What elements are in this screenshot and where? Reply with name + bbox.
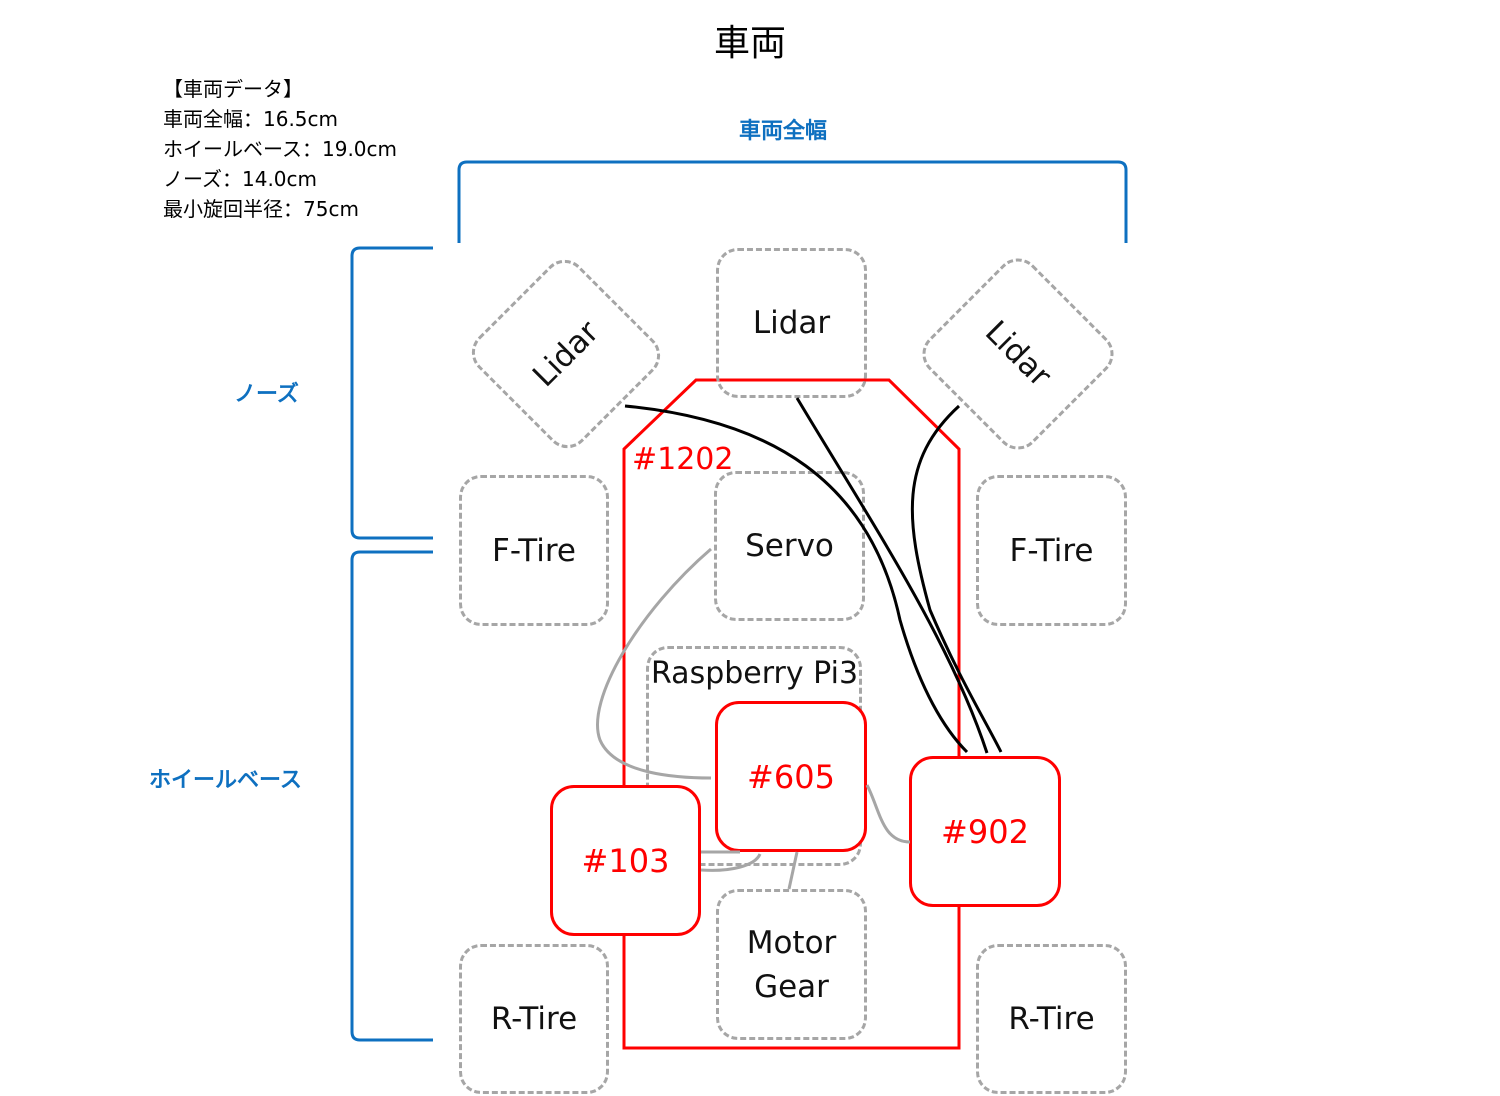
width-bracket	[457, 160, 1128, 243]
width-label: 車両全幅	[739, 119, 828, 144]
vehicle-specs: 【車両データ】 車両全幅：16.5cm ホイールベース：19.0cm ノーズ：1…	[163, 74, 397, 224]
front-right-tire: F-Tire	[976, 475, 1127, 626]
nose-label: ノーズ	[234, 382, 299, 407]
lidar-center: Lidar	[716, 248, 867, 398]
nose-bracket	[350, 246, 433, 540]
chassis-outline	[622, 378, 961, 1050]
spec-line: ノーズ：14.0cm	[163, 167, 318, 191]
board-605-label: #605	[747, 757, 835, 796]
raspberry-pi-label: Raspberry Pi3	[651, 656, 859, 691]
spec-line: 車両全幅：16.5cm	[163, 107, 339, 131]
front-right-tire-label: F-Tire	[1009, 532, 1094, 569]
rear-left-tire-label: R-Tire	[490, 1001, 578, 1037]
board-902-label: #902	[941, 812, 1029, 851]
rear-left-tire: R-Tire	[459, 944, 609, 1094]
specs-header: 【車両データ】	[163, 77, 303, 101]
servo-label: Servo	[745, 528, 834, 564]
front-left-tire-label: F-Tire	[492, 532, 576, 569]
board-103: #103	[550, 785, 701, 936]
lidar-left-label: Lidar	[525, 313, 607, 395]
motor-gear-box: Motor Gear	[716, 889, 867, 1040]
spec-line: ホイールベース：19.0cm	[163, 137, 398, 161]
chassis-id-label: #1202	[632, 442, 734, 477]
wheelbase-label: ホイールベース	[149, 768, 302, 793]
board-103-label: #103	[581, 841, 670, 880]
lidar-right-label: Lidar	[977, 313, 1059, 395]
spec-line: 最小旋回半径：75cm	[163, 197, 359, 221]
board-902: #902	[909, 756, 1061, 907]
lidar-center-label: Lidar	[752, 305, 831, 341]
front-left-tire: F-Tire	[459, 475, 609, 626]
motor-label: Motor	[746, 924, 837, 961]
gear-label: Gear	[754, 968, 829, 1005]
page-title: 車両	[713, 23, 786, 64]
rear-right-tire: R-Tire	[976, 944, 1127, 1094]
wheelbase-bracket	[350, 550, 433, 1042]
rear-right-tire-label: R-Tire	[1008, 1001, 1095, 1037]
board-605: #605	[715, 701, 867, 852]
servo-box: Servo	[714, 471, 865, 621]
